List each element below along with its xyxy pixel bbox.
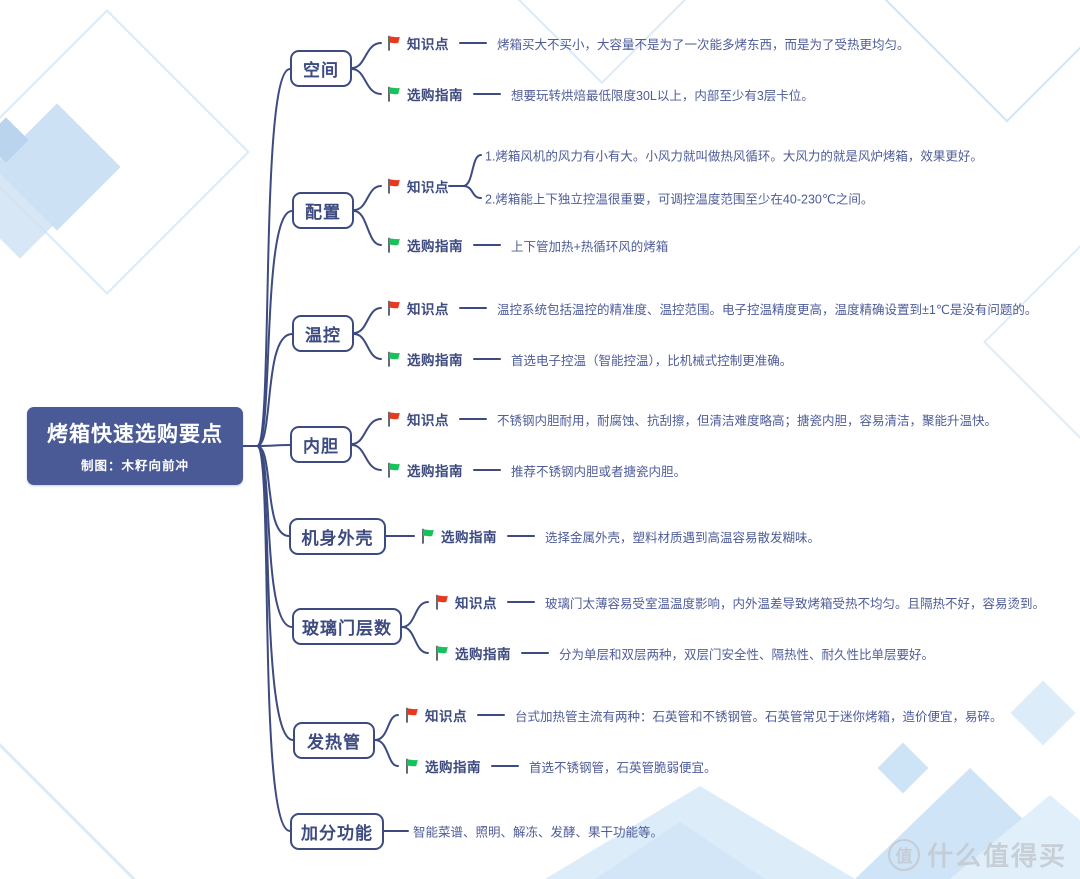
- branch-node-space[interactable]: 空间: [290, 50, 352, 87]
- row-label: 知识点: [407, 413, 449, 428]
- knowledge-point-row[interactable]: 知识点 玻璃门太薄容易受室温温度影响，内外温差导致烤箱受热不均匀。且隔热不好，容…: [434, 592, 1045, 612]
- row-text: 上下管加热+热循环风的烤箱: [511, 239, 669, 254]
- row-label: 选购指南: [425, 760, 481, 775]
- row-text: 首选不锈钢管，石英管脆弱便宜。: [529, 760, 717, 775]
- smzdm-watermark: 值 什么值得买: [888, 836, 1067, 873]
- row-text: 1.烤箱风机的风力有小有大。小风力就叫做热风循环。大风力的就是风炉烤箱，效果更好…: [485, 149, 983, 164]
- green-flag-icon: [404, 758, 419, 774]
- branch-node-bonus-features[interactable]: 加分功能: [290, 813, 384, 850]
- buying-guide-row[interactable]: 选购指南 分为单层和双层两种，双层门安全性、隔热性、耐久性比单层要好。: [434, 643, 934, 663]
- buying-guide-row[interactable]: 选购指南 首选不锈钢管，石英管脆弱便宜。: [404, 756, 717, 776]
- root-node[interactable]: 烤箱快速选购要点 制图：木籽向前冲: [27, 407, 243, 485]
- row-dash: [507, 535, 535, 537]
- row-text: 2.烤箱能上下独立控温很重要，可调控温度范围至少在40-230℃之间。: [485, 192, 874, 207]
- row-dash: [477, 714, 505, 716]
- green-flag-icon: [386, 86, 401, 102]
- red-flag-icon: [434, 594, 449, 610]
- row-label: 知识点: [407, 37, 449, 52]
- row-dash: [473, 244, 501, 246]
- knowledge-point-row[interactable]: 知识点 温控系统包括温控的精准度、温控范围。电子控温精度更高，温度精确设置到±1…: [386, 298, 1037, 318]
- root-title: 烤箱快速选购要点: [47, 423, 223, 446]
- buying-guide-row[interactable]: 选购指南 选择金属外壳，塑料材质遇到高温容易散发糊味。: [420, 526, 820, 546]
- row-dash: [473, 469, 501, 471]
- row-label: 知识点: [407, 302, 449, 317]
- smzdm-site-name: 什么值得买: [927, 841, 1068, 871]
- smzdm-logo-icon: 值: [888, 838, 920, 871]
- red-flag-icon: [386, 300, 401, 316]
- row-label: 知识点: [425, 709, 467, 724]
- row-text: 推荐不锈钢内胆或者搪瓷内胆。: [511, 464, 687, 479]
- branch-node-heating-tube[interactable]: 发热管: [293, 722, 375, 759]
- branch-node-glass-door-layers[interactable]: 玻璃门层数: [292, 608, 402, 645]
- feature-list-row[interactable]: 智能菜谱、照明、解冻、发酵、果干功能等。: [413, 822, 663, 841]
- row-label: 选购指南: [455, 647, 511, 662]
- knowledge-point-row[interactable]: 知识点: [386, 176, 449, 196]
- row-label: 知识点: [455, 596, 497, 611]
- row-dash: [521, 652, 549, 654]
- branch-node-inner-liner[interactable]: 内胆: [290, 426, 352, 463]
- knowledge-point-row[interactable]: 知识点 烤箱买大不买小，大容量不是为了一次能多烤东西，而是为了受热更均匀。: [386, 33, 910, 53]
- row-text: 智能菜谱、照明、解冻、发酵、果干功能等。: [413, 825, 664, 840]
- row-label: 选购指南: [441, 530, 497, 545]
- knowledge-point-row[interactable]: 知识点 台式加热管主流有两种：石英管和不锈钢管。石英管常见于迷你烤箱，造价便宜，…: [404, 705, 1003, 725]
- deco-diamond-outline: [841, 0, 1080, 123]
- branch-node-config[interactable]: 配置: [292, 192, 354, 229]
- row-text: 不锈钢内胆耐用，耐腐蚀、抗刮擦，但清洁难度略高；搪瓷内胆，容易清洁，聚能升温快。: [497, 413, 998, 428]
- deco-diamond-outline: [983, 233, 1080, 451]
- knowledge-sub-item[interactable]: 1.烤箱风机的风力有小有大。小风力就叫做热风循环。大风力的就是风炉烤箱，效果更好…: [485, 146, 983, 165]
- row-label: 选购指南: [407, 464, 463, 479]
- green-flag-icon: [386, 462, 401, 478]
- buying-guide-row[interactable]: 选购指南 首选电子控温（智能控温），比机械式控制更准确。: [386, 349, 792, 369]
- row-text: 烤箱买大不买小，大容量不是为了一次能多烤东西，而是为了受热更均匀。: [497, 37, 910, 52]
- row-label: 选购指南: [407, 88, 463, 103]
- row-text: 玻璃门太薄容易受室温温度影响，内外温差导致烤箱受热不均匀。且隔热不好，容易烫到。: [545, 596, 1046, 611]
- knowledge-point-row[interactable]: 知识点 不锈钢内胆耐用，耐腐蚀、抗刮擦，但清洁难度略高；搪瓷内胆，容易清洁，聚能…: [386, 409, 997, 429]
- row-dash: [473, 93, 501, 95]
- red-flag-icon: [404, 707, 419, 723]
- row-text: 想要玩转烘焙最低限度30L以上，内部至少有3层卡位。: [511, 88, 814, 103]
- branch-node-body-shell[interactable]: 机身外壳: [289, 518, 386, 555]
- row-dash: [459, 307, 487, 309]
- row-text: 温控系统包括温控的精准度、温控范围。电子控温精度更高，温度精确设置到±1℃是没有…: [497, 302, 1038, 317]
- buying-guide-row[interactable]: 选购指南 上下管加热+热循环风的烤箱: [386, 235, 668, 255]
- red-flag-icon: [386, 411, 401, 427]
- row-text: 分为单层和双层两种，双层门安全性、隔热性、耐久性比单层要好。: [559, 647, 935, 662]
- knowledge-sub-item[interactable]: 2.烤箱能上下独立控温很重要，可调控温度范围至少在40-230℃之间。: [485, 189, 873, 208]
- green-flag-icon: [434, 645, 449, 661]
- row-label: 知识点: [407, 180, 449, 195]
- row-text: 台式加热管主流有两种：石英管和不锈钢管。石英管常见于迷你烤箱，造价便宜，易碎。: [515, 709, 1003, 724]
- row-dash: [459, 418, 487, 420]
- branch-node-temp-control[interactable]: 温控: [292, 315, 354, 352]
- red-flag-icon: [386, 35, 401, 51]
- deco-diamond-outline: [0, 655, 201, 879]
- row-text: 选择金属外壳，塑料材质遇到高温容易散发糊味。: [545, 530, 821, 545]
- row-dash: [507, 601, 535, 603]
- row-dash: [491, 765, 519, 767]
- row-dash: [459, 42, 487, 44]
- row-dash: [473, 358, 501, 360]
- root-subtitle: 制图：木籽向前冲: [80, 459, 189, 473]
- green-flag-icon: [420, 528, 435, 544]
- buying-guide-row[interactable]: 选购指南 想要玩转烘焙最低限度30L以上，内部至少有3层卡位。: [386, 84, 814, 104]
- red-flag-icon: [386, 178, 401, 194]
- row-label: 选购指南: [407, 239, 463, 254]
- deco-diamond-filled: [1010, 680, 1076, 746]
- green-flag-icon: [386, 237, 401, 253]
- row-label: 选购指南: [407, 353, 463, 368]
- green-flag-icon: [386, 351, 401, 367]
- buying-guide-row[interactable]: 选购指南 推荐不锈钢内胆或者搪瓷内胆。: [386, 460, 686, 480]
- deco-diamond-filled: [877, 742, 929, 794]
- row-text: 首选电子控温（智能控温），比机械式控制更准确。: [511, 353, 793, 368]
